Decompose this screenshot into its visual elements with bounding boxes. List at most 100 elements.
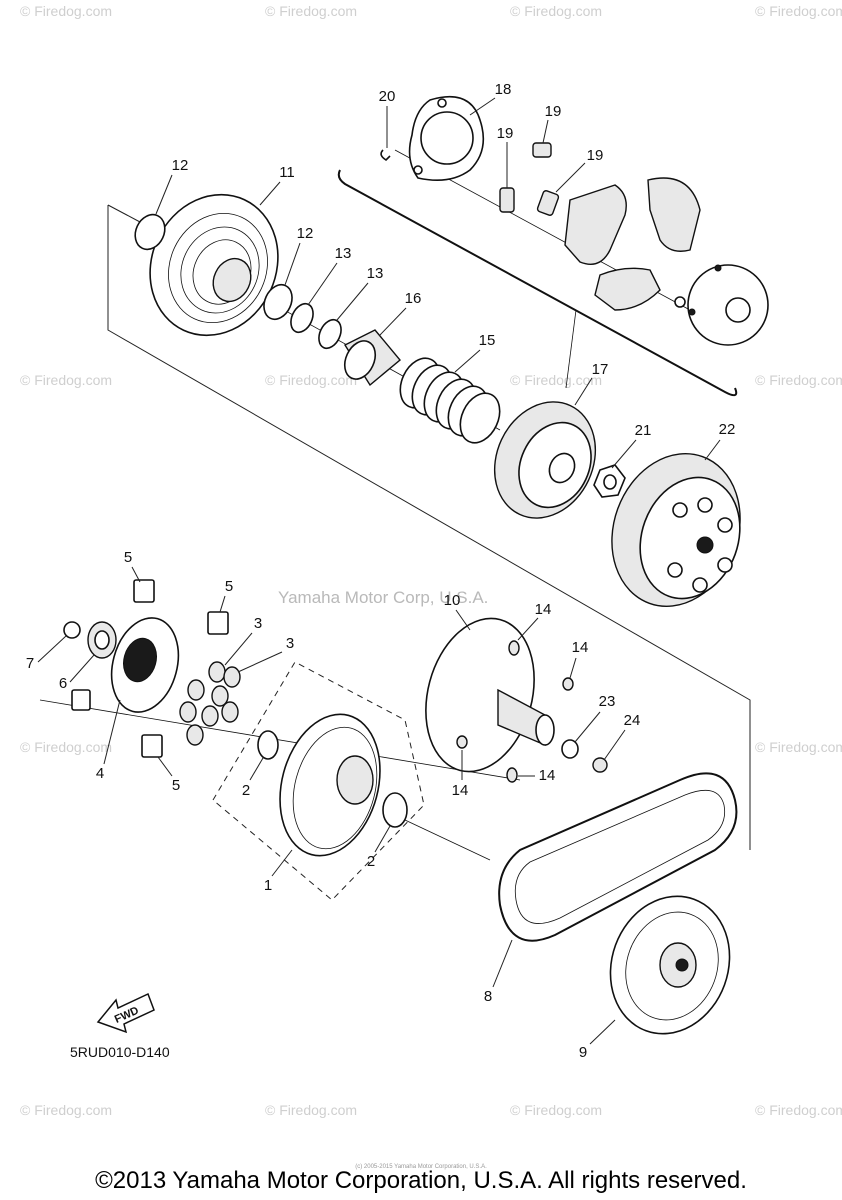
part-18-bolt-hole: [413, 165, 423, 175]
part-11-sheave-groove: [168, 212, 268, 324]
callout-8: 8: [484, 988, 492, 1005]
callout-7: 7: [26, 655, 34, 672]
callout-23: 23: [599, 693, 616, 710]
callout-19: 19: [587, 147, 604, 164]
part-20-clip: [380, 149, 391, 162]
part-22-hole: [667, 562, 683, 578]
part-22-housing-hub: [696, 536, 714, 554]
part-5-slider: [141, 734, 163, 758]
watermark: © Firedog.com: [20, 739, 112, 755]
callout-13: 13: [335, 245, 352, 262]
callout-5: 5: [124, 549, 132, 566]
part-14-bolt: [506, 767, 518, 783]
part-2-collar: [382, 792, 408, 828]
watermark: © Firedog.com: [20, 3, 112, 19]
watermark: © Firedog.com: [755, 3, 842, 19]
part-14-bolt: [508, 640, 520, 656]
part-12-bearing: [263, 283, 293, 321]
watermark: © Firedog.com: [265, 1102, 357, 1118]
watermark: © Firedog.com: [755, 372, 842, 388]
callout-17: 17: [592, 361, 609, 378]
callout-11: 11: [279, 164, 295, 181]
part-22-hole: [717, 517, 733, 533]
part-17-shoe: [564, 184, 627, 265]
callout-6: 6: [59, 675, 67, 692]
callout-20: 20: [379, 88, 396, 105]
center-watermark: Yamaha Motor Corp, U.S.A.: [278, 588, 488, 607]
part-24-nut: [592, 757, 608, 773]
callouts: 20 18 19 19 19 12 11 12 13 13 16 15 17 2…: [26, 81, 736, 1061]
watermark: © Firedog.com: [265, 372, 357, 388]
axis-line: [39, 699, 521, 781]
watermark: © Firedog.com: [755, 1102, 842, 1118]
watermark: © Firedog.com: [510, 1102, 602, 1118]
part-21-nut-hole: [603, 474, 617, 490]
tiny-copyright-note: (c) 2005-2015 Yamaha Motor Corporation, …: [355, 1164, 487, 1170]
callout-22: 22: [719, 421, 736, 438]
callout-9: 9: [579, 1044, 587, 1061]
callout-24: 24: [624, 712, 641, 729]
part-10-fixed-sheave: [425, 617, 535, 773]
part-1-sheave-boss: [336, 755, 374, 805]
part-19-spring: [536, 190, 560, 216]
diagram-code: 5RUD010-D140: [70, 1044, 170, 1060]
part-17-backing-plate-hub: [725, 297, 751, 323]
part-15-spring: [399, 357, 501, 444]
callout-14: 14: [572, 639, 589, 656]
callout-2: 2: [367, 853, 375, 870]
part-18-plate-hole: [420, 111, 474, 165]
callout-2: 2: [242, 782, 250, 799]
callout-10: 10: [444, 592, 461, 609]
fixed-sheave-group: [425, 617, 608, 783]
part-11-hub: [212, 257, 252, 303]
assembly-bracket-line: [107, 205, 751, 850]
assembly-bracket-line: [107, 204, 141, 223]
part-13-o-ring: [318, 318, 342, 350]
part-22-hole: [697, 497, 713, 513]
callout-5: 5: [225, 578, 233, 595]
part-11-secondary-sheave: [149, 193, 279, 337]
watermark: © Firedog.com: [20, 1102, 112, 1118]
callout-14: 14: [535, 601, 552, 618]
callout-15: 15: [479, 332, 496, 349]
part-3-weight-rollers: [179, 661, 241, 746]
part-22-housing-face: [639, 476, 741, 600]
part-22-hole: [717, 557, 733, 573]
part-22-hole: [692, 577, 708, 593]
callout-18: 18: [495, 81, 512, 98]
part-5-slider: [133, 579, 155, 603]
callout-12: 12: [297, 225, 314, 242]
clutch-sub-lead: [565, 309, 577, 389]
primary-sheave-assembly-outline: [212, 661, 425, 901]
callout-13: 13: [367, 265, 384, 282]
part-1-primary-sheave: [279, 713, 381, 857]
callout-14: 14: [452, 782, 469, 799]
part-17-clutch-hub: [548, 452, 576, 484]
axis-line: [404, 819, 491, 861]
copyright-notice: ©2013 Yamaha Motor Corporation, U.S.A. A…: [95, 1167, 747, 1194]
part-4-cam-hub: [123, 637, 157, 683]
part-14-bolt: [456, 735, 468, 749]
callout-19: 19: [497, 125, 514, 142]
part-7-circlip: [63, 621, 81, 639]
part-22-hole: [672, 502, 688, 518]
callout-16: 16: [405, 290, 422, 307]
part-12-bearing: [134, 213, 166, 251]
watermark: © Firedog.com: [510, 372, 602, 388]
part-11-sheave-groove: [180, 226, 260, 314]
part-1-sheave-rim: [292, 726, 378, 850]
primary-drive-group: [63, 579, 241, 758]
part-17-shoe: [647, 177, 701, 252]
part-19-spring: [499, 187, 515, 213]
part-10-shaft-end: [535, 714, 555, 746]
part-17-shoe: [594, 267, 661, 311]
callout-4: 4: [96, 765, 104, 782]
part-9-fan-pulley: [609, 895, 731, 1035]
primary-sheave-group: [257, 713, 408, 857]
secondary-sheave-group: [134, 193, 501, 444]
part-8-v-belt: [498, 772, 738, 942]
callout-1: 1: [264, 877, 272, 894]
clutch-shoe-subassembly: [380, 96, 769, 346]
callout-5: 5: [172, 777, 180, 794]
